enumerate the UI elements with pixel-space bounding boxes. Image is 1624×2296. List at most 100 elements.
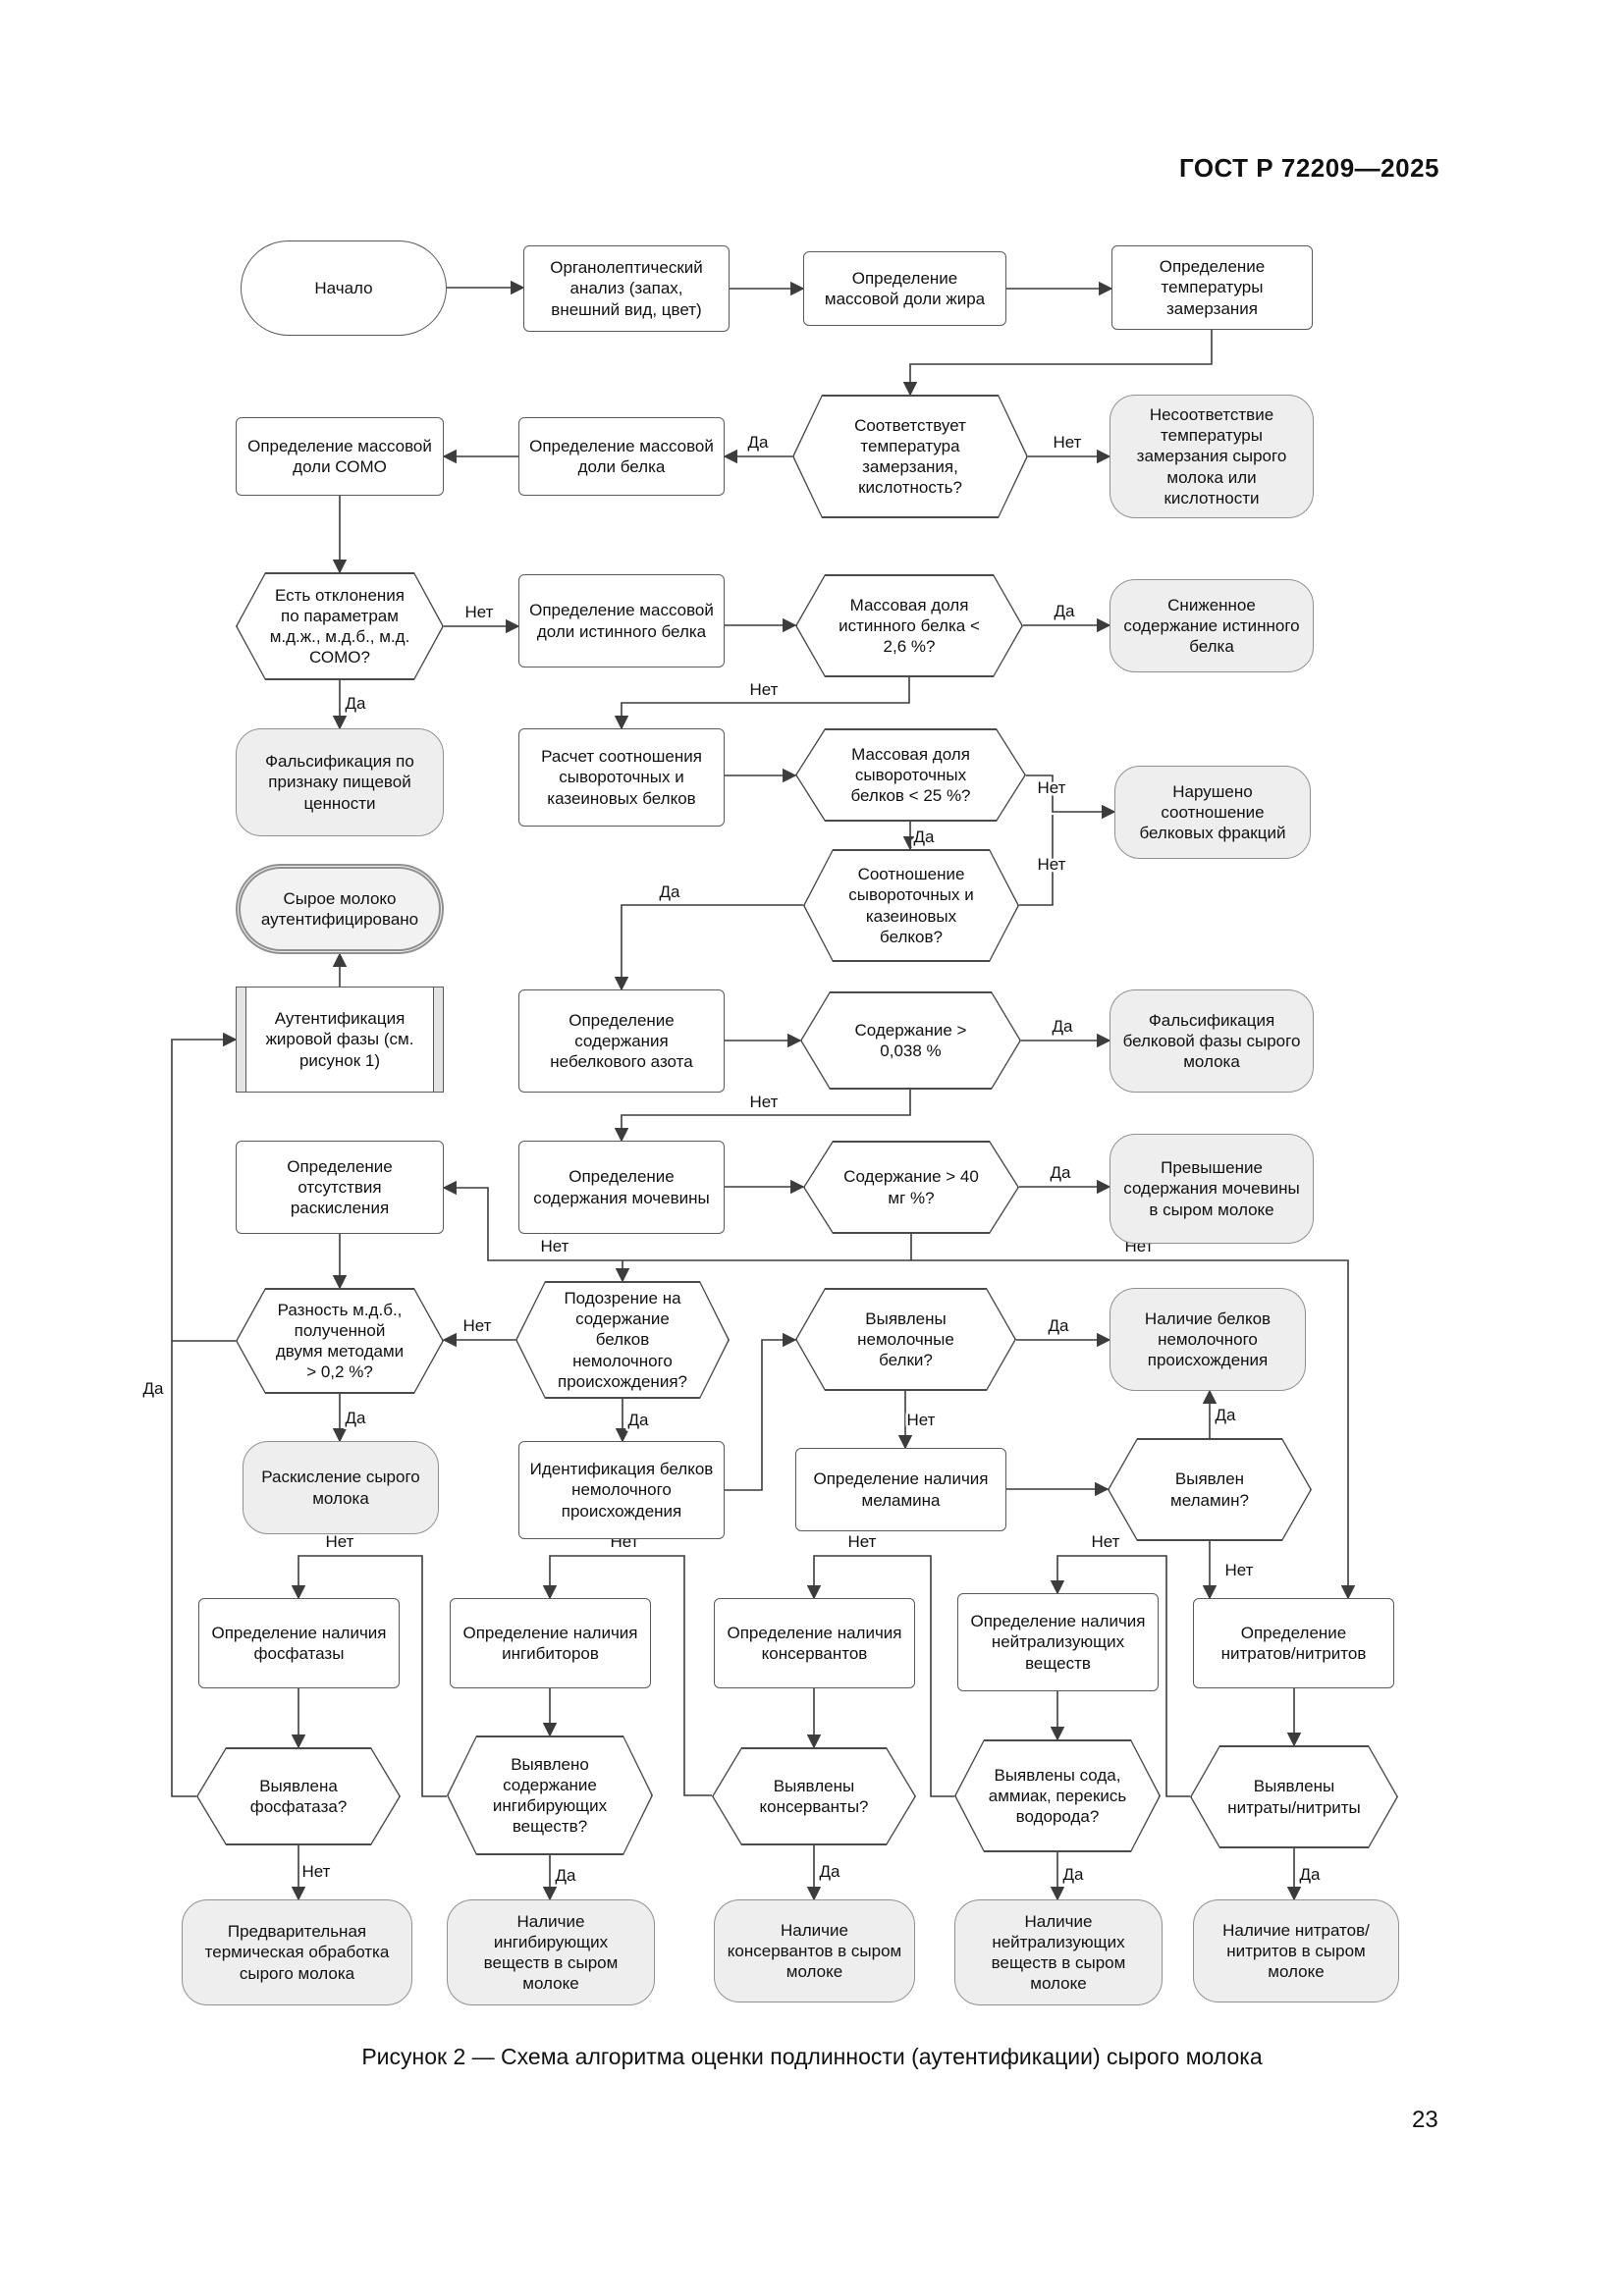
node-urea: Определение содержания мочевины	[518, 1141, 725, 1234]
node-label-deacid-result: Раскисление сырого молока	[261, 1468, 420, 1508]
edge-label: Да	[1055, 602, 1076, 620]
edge-label: Да	[346, 694, 367, 713]
node-start: Начало	[241, 240, 447, 336]
node-test-inhibitors: Определение наличия ингибиторов	[450, 1598, 651, 1688]
flow-arrow	[806, 1555, 954, 1797]
flow-arrow	[614, 1090, 911, 1143]
node-fat: Определение массовой доли жира	[803, 251, 1006, 326]
node-label-hex-nitrates: Выявлены нитраты/нитриты	[1192, 1747, 1397, 1847]
node-label-test-preservatives: Определение наличия консервантов	[727, 1623, 902, 1663]
node-label-fat: Определение массовой доли жира	[824, 268, 986, 308]
node-true-protein: Определение массовой доли истинного белк…	[518, 574, 725, 667]
node-test-neutralizers: Определение наличия нейтрализующих вещес…	[957, 1593, 1159, 1691]
edge-label: Да	[143, 1379, 165, 1398]
node-label-out-neutralizers: Наличие нейтрализующих веществ в сыром м…	[991, 1911, 1126, 1994]
edge-label: Да	[556, 1866, 577, 1885]
flow-arrow	[902, 330, 1213, 397]
node-label-out-thermal: Предварительная термическая обработка сы…	[204, 1922, 390, 1983]
node-true-protein-low: Массовая доля истинного белка < 2,6 %?	[795, 574, 1023, 677]
edge-label: Нет	[848, 1532, 877, 1551]
node-deacid-result: Раскисление сырого молока	[243, 1441, 439, 1534]
node-label-true-protein: Определение массовой доли истинного белк…	[529, 601, 714, 641]
node-somo: Определение массовой доли СОМО	[236, 417, 444, 496]
node-label-hex-neutralizers: Выявлены сода, аммиак, перекись водорода…	[956, 1741, 1160, 1851]
node-nonmilk-present: Наличие белков немолочного происхождения	[1110, 1288, 1306, 1391]
node-npn-high: Содержание > 0,038 %	[800, 991, 1021, 1090]
edge-label: Да	[1300, 1865, 1322, 1884]
node-test-preservatives: Определение наличия консервантов	[714, 1598, 915, 1688]
node-label-freezing-ok: Соответствует температура замерзания, ки…	[794, 397, 1027, 517]
node-out-nitrates: Наличие нитратов/нитритов в сыром молоке	[1193, 1899, 1399, 2002]
node-label-out-inhibitors: Наличие ингибирующих веществ в сыром мол…	[483, 1911, 619, 1994]
node-fals-protein-phase: Фальсификация белковой фазы сырого молок…	[1110, 989, 1314, 1093]
flow-arrow	[1019, 815, 1054, 906]
edge-label: Нет	[1054, 433, 1082, 452]
node-out-thermal: Предварительная термическая обработка сы…	[182, 1899, 412, 2005]
node-out-inhibitors: Наличие ингибирующих веществ в сыром мол…	[447, 1899, 655, 2005]
flow-arrow	[442, 1180, 912, 1261]
edge-label: Да	[1049, 1316, 1070, 1335]
node-test-nitrates: Определение нитратов/нитритов	[1193, 1598, 1394, 1688]
edge-label: Нет	[1092, 1532, 1120, 1551]
node-ratio-check: Соотношение сывороточных и казеиновых бе…	[803, 849, 1019, 962]
node-fals-value: Фальсификация по признаку пищевой ценнос…	[236, 728, 444, 836]
node-suspect-nonmilk: Подозрение на содержание белков немолочн…	[515, 1281, 730, 1399]
flow-arrow	[171, 1032, 238, 1797]
node-label-out-preservatives: Наличие консервантов в сыром молоке	[727, 1920, 902, 1982]
edge-label: Да	[748, 433, 770, 452]
flow-arrow	[911, 1259, 1356, 1600]
document-header: ГОСТ Р 72209—2025	[1178, 153, 1439, 183]
node-label-diff-02: Разность м.д.б., полученной двумя метода…	[238, 1290, 443, 1393]
node-label-test-phosphatase: Определение наличия фосфатазы	[211, 1623, 387, 1663]
predefined-bar	[237, 988, 246, 1092]
node-label-suspect-nonmilk: Подозрение на содержание белков немолочн…	[517, 1283, 729, 1398]
node-label-nonmilk-found: Выявлены немолочные белки?	[797, 1290, 1015, 1390]
node-organoleptic: Органолептический анализ (запах, внешний…	[523, 245, 730, 332]
node-urea-excess: Превышение содержания мочевины в сыром м…	[1110, 1134, 1314, 1244]
node-authenticated: Сырое молоко аутентифицировано	[236, 864, 444, 954]
node-label-out-nitrates: Наличие нитратов/нитритов в сыром молоке	[1222, 1920, 1370, 1982]
edge-label: Нет	[541, 1237, 569, 1255]
flow-arrow	[1050, 1555, 1190, 1797]
flow-arrow	[614, 677, 910, 730]
node-melamine-det: Определение наличия меламина	[795, 1448, 1006, 1531]
page-number: 23	[1412, 2107, 1438, 2133]
flow-arrow	[614, 904, 803, 991]
node-label-npn-high: Содержание > 0,038 %	[802, 993, 1020, 1089]
edge-label: Нет	[465, 603, 494, 621]
predefined-bar	[433, 988, 443, 1092]
edge-label: Да	[346, 1409, 367, 1427]
node-freezing-ok: Соответствует температура замерзания, ки…	[792, 395, 1028, 518]
node-label-deacid-det: Определение отсутствия раскисления	[287, 1156, 393, 1218]
flow-arrow	[725, 1332, 797, 1491]
node-hex-nitrates: Выявлены нитраты/нитриты	[1190, 1745, 1398, 1848]
node-freezing-bad: Несоответствие температуры замерзания сы…	[1110, 395, 1314, 518]
edge-label: Да	[1216, 1406, 1237, 1424]
node-ratio-calc: Расчет соотношения сывороточных и казеин…	[518, 728, 725, 827]
node-label-deviations: Есть отклонения по параметрам м.д.ж., м.…	[238, 574, 443, 679]
node-melamine-found: Выявлен меламин?	[1108, 1438, 1312, 1541]
node-label-test-inhibitors: Определение наличия ингибиторов	[462, 1623, 638, 1663]
node-low-true-protein: Сниженное содержание истинного белка	[1110, 579, 1314, 672]
edge-label: Да	[1053, 1017, 1074, 1036]
edge-label: Нет	[302, 1862, 331, 1881]
node-label-melamine-found: Выявлен меламин?	[1110, 1440, 1311, 1540]
edge-label: Да	[1051, 1163, 1072, 1182]
node-label-ratio-broken: Нарушено соотношение белковых фракций	[1139, 781, 1286, 843]
node-label-start: Начало	[314, 278, 373, 297]
node-label-npn: Определение содержания небелкового азота	[550, 1010, 693, 1072]
node-freezing: Определение температуры замерзания	[1111, 245, 1313, 330]
node-label-authenticated: Сырое молоко аутентифицировано	[260, 888, 419, 929]
node-label-true-protein-low: Массовая доля истинного белка < 2,6 %?	[797, 576, 1022, 676]
node-label-fals-protein-phase: Фальсификация белковой фазы сырого молок…	[1122, 1010, 1301, 1072]
node-label-somo: Определение массовой доли СОМО	[247, 436, 432, 476]
node-label-test-nitrates: Определение нитратов/нитритов	[1220, 1623, 1367, 1663]
edge-label: Нет	[907, 1411, 936, 1429]
node-label-nonmilk-present: Наличие белков немолочного происхождения	[1144, 1308, 1272, 1370]
node-whey-25: Массовая доля сывороточных белков < 25 %…	[795, 728, 1026, 822]
edge-label: Нет	[1038, 855, 1066, 874]
node-label-freezing-bad: Несоответствие температуры замерзания сы…	[1136, 404, 1287, 507]
node-diff-02: Разность м.д.б., полученной двумя метода…	[236, 1288, 444, 1394]
node-hex-phosphatase: Выявлена фосфатаза?	[196, 1747, 401, 1845]
